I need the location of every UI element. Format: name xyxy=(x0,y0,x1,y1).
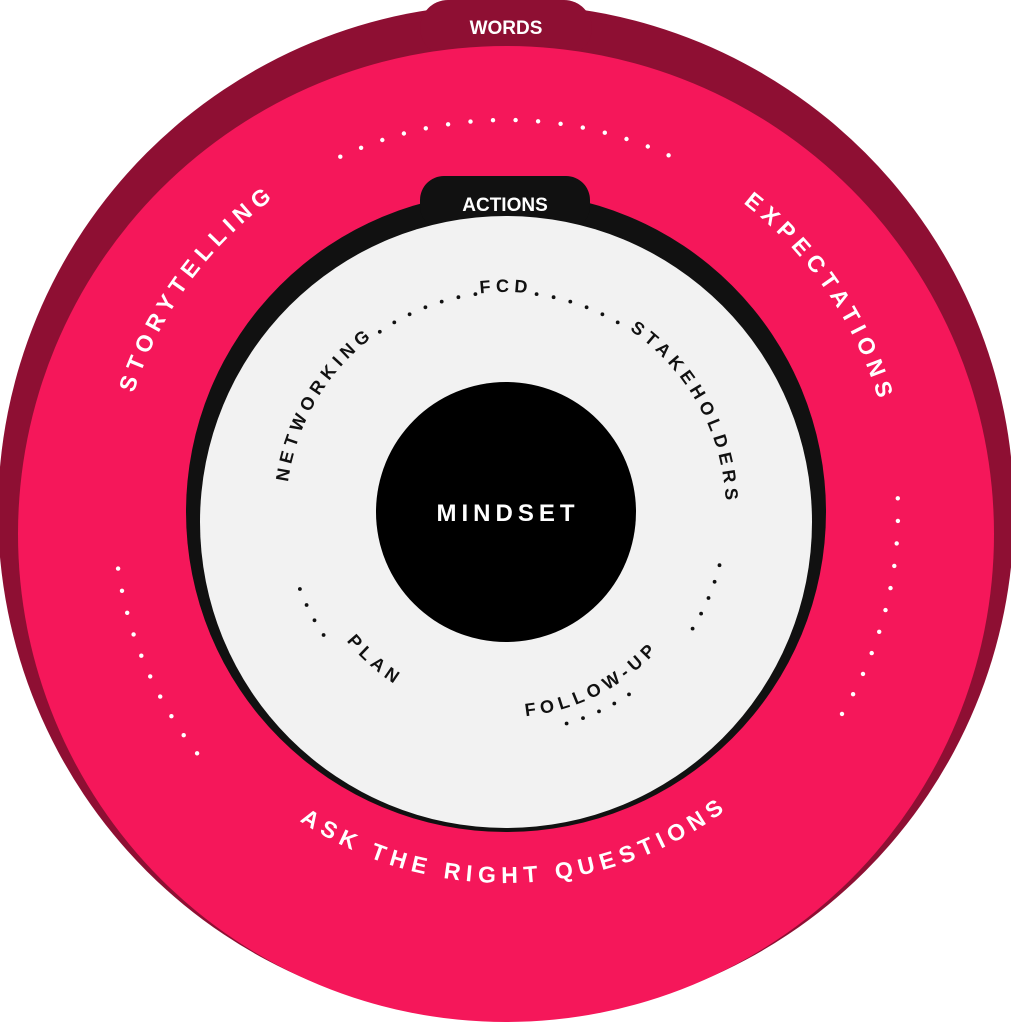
dot xyxy=(627,692,631,697)
dot xyxy=(706,596,711,600)
dot xyxy=(666,153,671,158)
inner-dotted-ring xyxy=(298,292,722,726)
dot xyxy=(423,305,428,310)
dot xyxy=(699,611,703,616)
dot xyxy=(401,131,407,136)
dot xyxy=(490,118,496,123)
mindset-circle xyxy=(376,382,636,642)
dot xyxy=(894,541,899,546)
dot xyxy=(877,629,882,634)
dot xyxy=(445,122,451,127)
fcd-label: FCD xyxy=(479,276,533,297)
dot xyxy=(119,588,125,593)
dot xyxy=(888,585,893,591)
words-tab xyxy=(420,0,592,56)
dot xyxy=(624,136,629,142)
dot xyxy=(169,714,174,719)
dot xyxy=(602,130,607,135)
dot xyxy=(558,121,563,127)
dot xyxy=(690,626,695,631)
dot xyxy=(645,144,650,149)
dot xyxy=(392,320,397,325)
dot xyxy=(377,329,382,334)
dot xyxy=(181,733,186,738)
dot xyxy=(839,711,845,717)
fcd-path: FCD xyxy=(479,276,528,297)
dot xyxy=(600,312,605,317)
dot xyxy=(158,694,163,699)
dot xyxy=(564,721,569,726)
dot xyxy=(312,618,317,623)
words-label: WORDS xyxy=(470,18,543,39)
dot xyxy=(535,119,541,124)
dot xyxy=(513,117,518,123)
dot xyxy=(883,607,888,613)
dot xyxy=(125,610,130,615)
dot xyxy=(584,305,589,310)
dot xyxy=(580,125,585,130)
actions-tab xyxy=(420,176,590,230)
dot xyxy=(358,145,364,150)
actions-label: ACTIONS xyxy=(462,195,548,216)
dot xyxy=(568,299,573,304)
mindset-label: MINDSET xyxy=(437,500,580,527)
mindset-core: MINDSET xyxy=(376,382,636,642)
dot xyxy=(148,674,153,679)
dot xyxy=(321,633,326,637)
dot xyxy=(534,292,539,296)
dot xyxy=(869,650,874,656)
dot xyxy=(717,563,722,568)
dot xyxy=(581,716,585,720)
dot xyxy=(612,701,617,706)
dot xyxy=(712,579,717,584)
dot xyxy=(115,566,121,571)
dot xyxy=(439,299,444,304)
dot xyxy=(597,709,601,714)
dot xyxy=(473,292,478,296)
dot xyxy=(380,137,385,143)
dot xyxy=(850,692,856,697)
dot xyxy=(131,632,136,637)
dot xyxy=(468,119,473,124)
dot xyxy=(407,312,412,317)
dot xyxy=(423,126,428,131)
dot xyxy=(615,320,620,325)
dot xyxy=(139,653,144,658)
dot xyxy=(194,751,200,756)
dot xyxy=(892,563,897,569)
dot xyxy=(338,154,343,159)
dot xyxy=(860,671,866,677)
dot xyxy=(304,603,309,607)
dot xyxy=(551,295,556,300)
dot xyxy=(456,295,461,300)
dot xyxy=(895,496,900,501)
dot xyxy=(895,518,901,524)
dot xyxy=(298,587,302,591)
outer-dotted-ring xyxy=(115,117,901,756)
